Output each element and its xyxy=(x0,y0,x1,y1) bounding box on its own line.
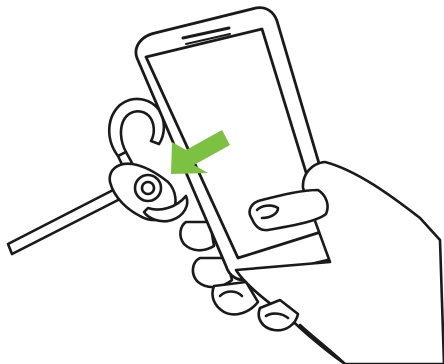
headset-boom xyxy=(8,188,122,254)
headset-button-inner xyxy=(142,182,154,194)
headset-ear-hook xyxy=(109,99,164,156)
headset-icon xyxy=(8,99,187,254)
smartphone-icon xyxy=(136,8,342,280)
